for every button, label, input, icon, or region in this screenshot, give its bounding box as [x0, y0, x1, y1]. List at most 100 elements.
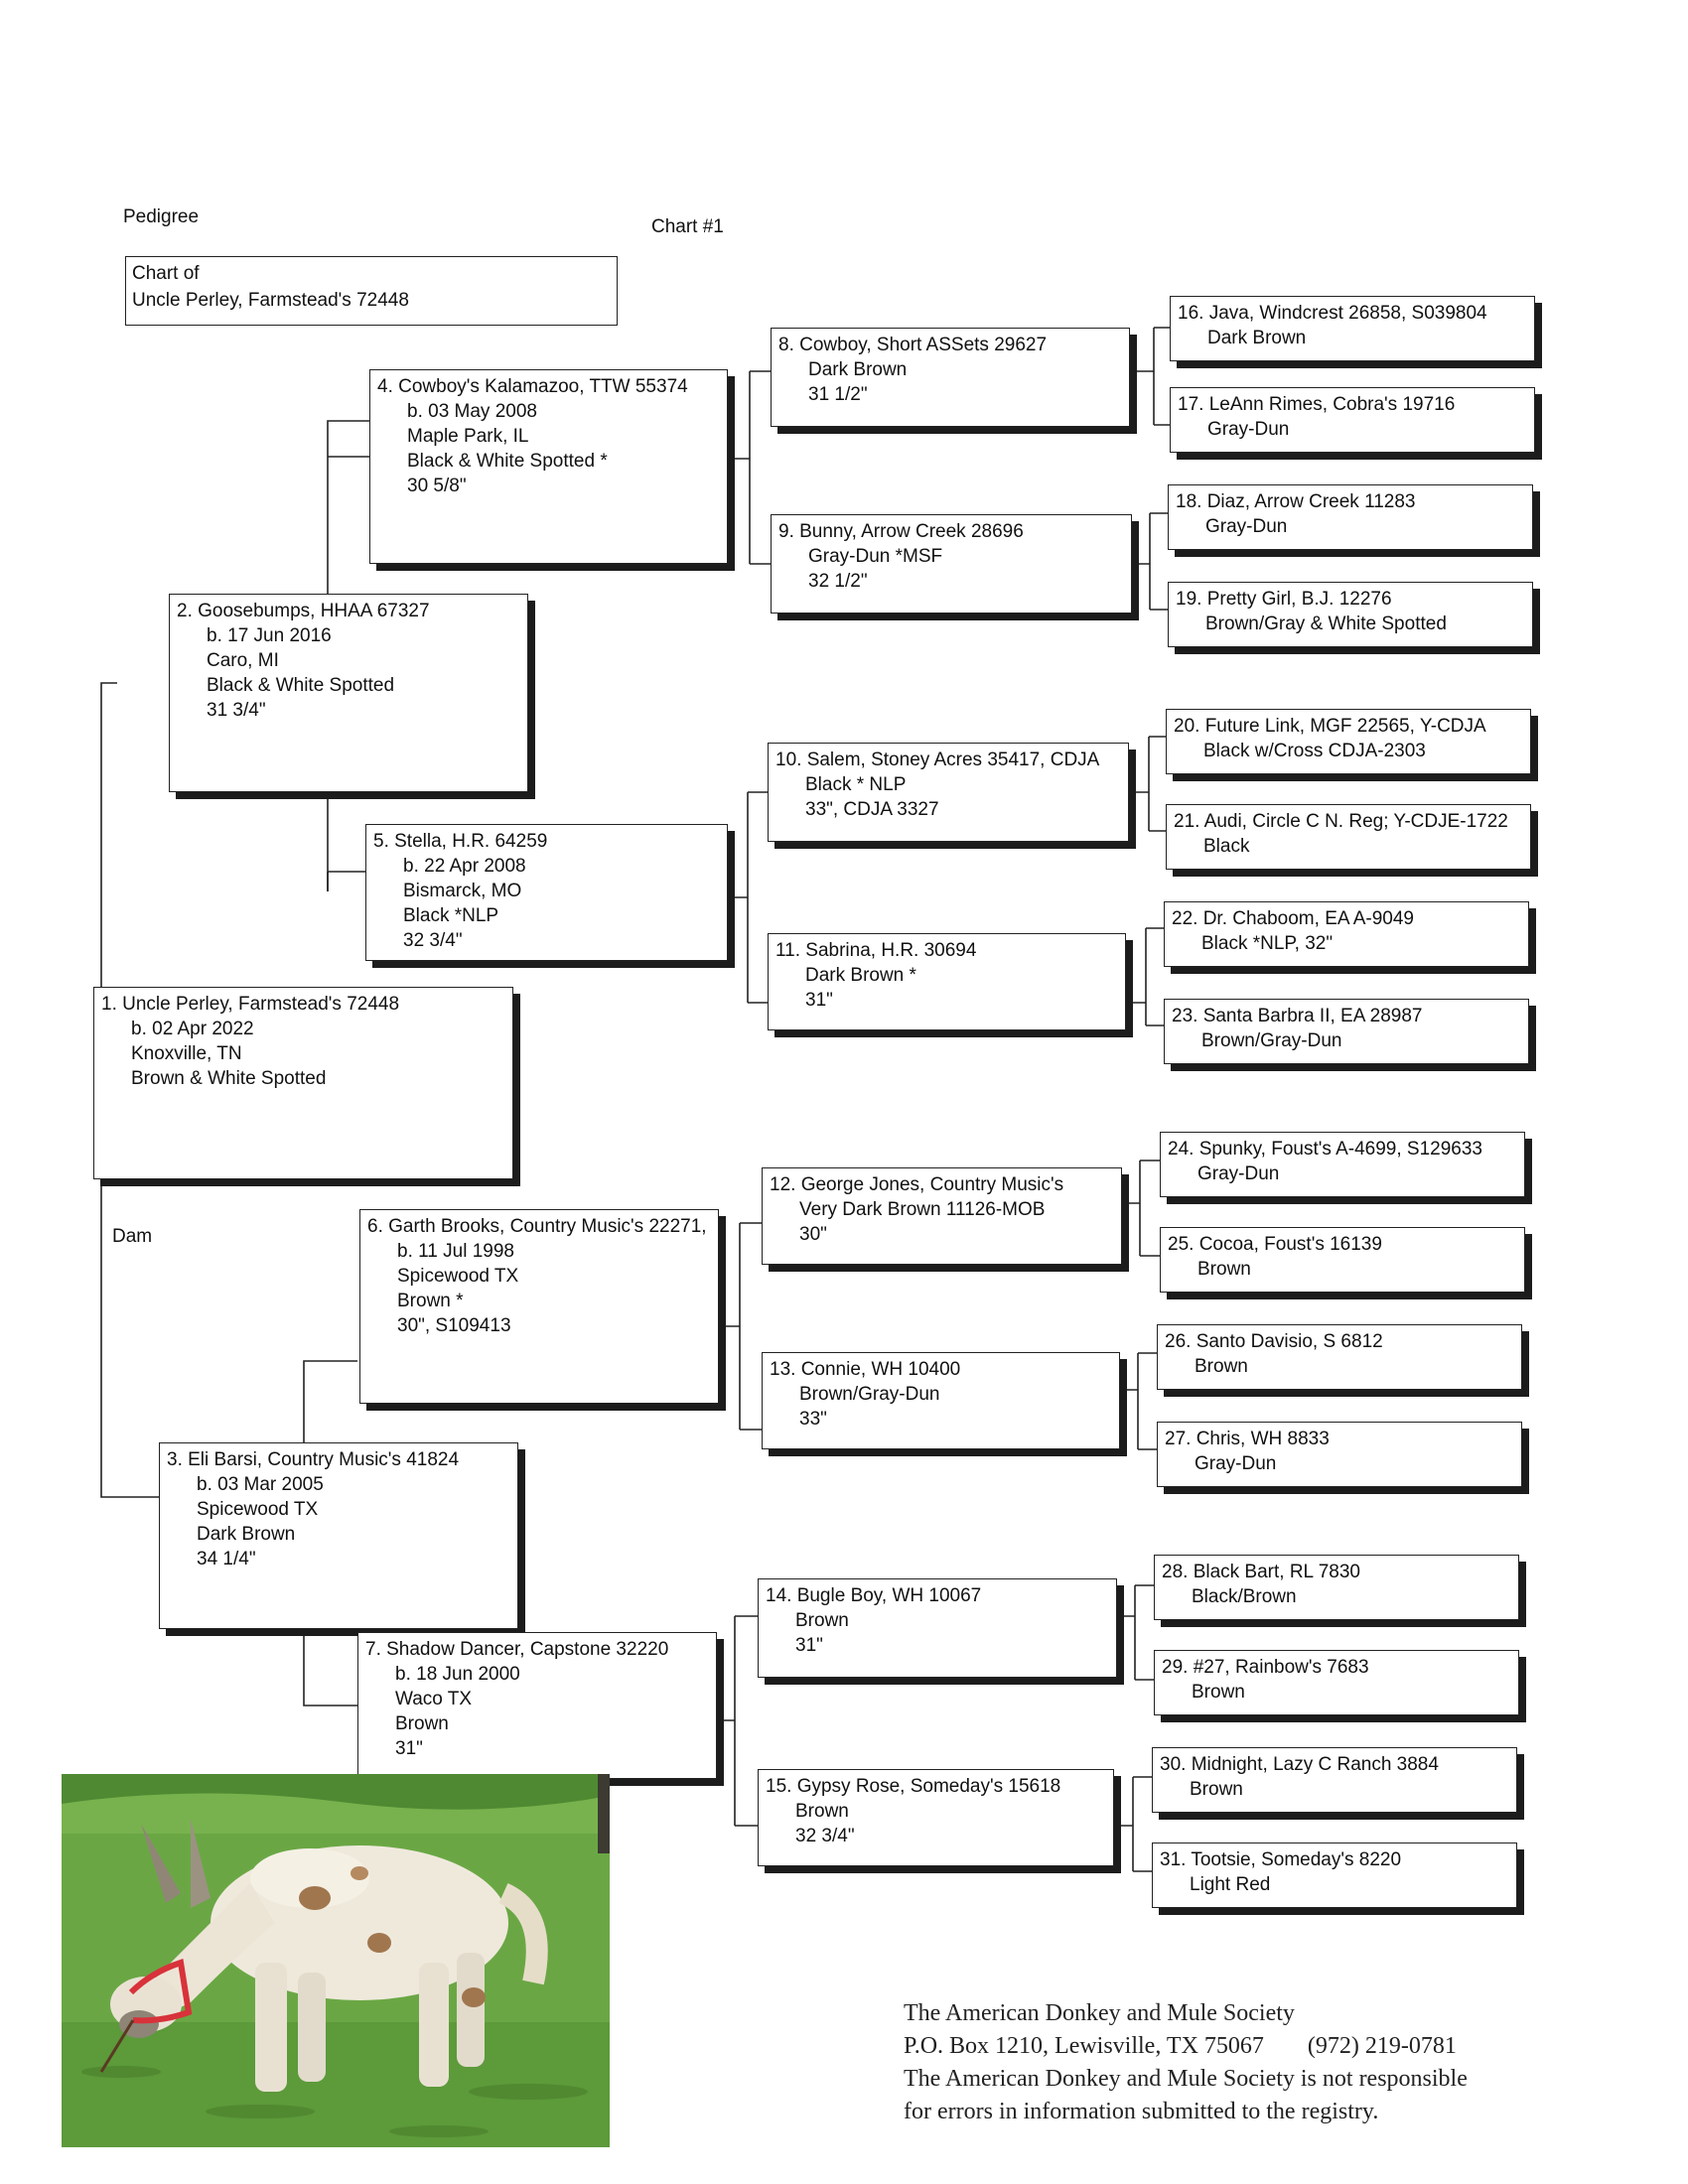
- animal-5-color: Black *NLP: [403, 905, 499, 926]
- animal-box-15: 15. Gypsy Rose, Someday's 15618 Brown 32…: [758, 1769, 1114, 1866]
- footer-address: P.O. Box 1210, Lewisville, TX 75067: [904, 2033, 1264, 2059]
- animal-5-birth: b. 22 Apr 2008: [403, 856, 526, 877]
- animal-box-29: 29. #27, Rainbow's 7683 Brown: [1154, 1650, 1519, 1715]
- animal-box-28: 28. Black Bart, RL 7830 Black/Brown: [1154, 1555, 1519, 1620]
- animal-box-27: 27. Chris, WH 8833 Gray-Dun: [1157, 1422, 1522, 1487]
- animal-box-3: 3. Eli Barsi, Country Music's 41824 b. 0…: [159, 1442, 518, 1629]
- animal-26-title: 26. Santo Davisio, S 6812: [1165, 1331, 1383, 1352]
- animal-6-location: Spicewood TX: [397, 1266, 519, 1287]
- animal-19-color: Brown/Gray & White Spotted: [1205, 614, 1447, 634]
- animal-2-location: Caro, MI: [207, 650, 279, 671]
- animal-16-title: 16. Java, Windcrest 26858, S039804: [1178, 303, 1487, 324]
- animal-28-color: Black/Brown: [1192, 1586, 1297, 1607]
- animal-25-color: Brown: [1197, 1259, 1251, 1280]
- animal-12-color: Very Dark Brown 11126-MOB: [799, 1199, 1046, 1220]
- animal-2-title: 2. Goosebumps, HHAA 67327: [177, 601, 430, 621]
- animal-box-4: 4. Cowboy's Kalamazoo, TTW 55374 b. 03 M…: [369, 369, 728, 564]
- animal-box-1: 1. Uncle Perley, Farmstead's 72448 b. 02…: [93, 987, 513, 1179]
- animal-box-13: 13. Connie, WH 10400 Brown/Gray-Dun 33": [762, 1352, 1120, 1449]
- animal-9-title: 9. Bunny, Arrow Creek 28696: [778, 521, 1024, 542]
- animal-20-title: 20. Future Link, MGF 22565, Y-CDJA: [1174, 716, 1486, 737]
- animal-14-title: 14. Bugle Boy, WH 10067: [766, 1585, 982, 1606]
- chart-number: Chart #1: [651, 216, 724, 237]
- animal-22-title: 22. Dr. Chaboom, EA A-9049: [1172, 908, 1414, 929]
- animal-box-20: 20. Future Link, MGF 22565, Y-CDJA Black…: [1166, 709, 1531, 774]
- animal-1-location: Knoxville, TN: [131, 1043, 242, 1064]
- animal-23-title: 23. Santa Barbra II, EA 28987: [1172, 1006, 1423, 1026]
- animal-25-title: 25. Cocoa, Foust's 16139: [1168, 1234, 1382, 1255]
- animal-box-24: 24. Spunky, Foust's A-4699, S129633 Gray…: [1160, 1132, 1525, 1197]
- dam-label: Dam: [112, 1226, 153, 1247]
- animal-4-birth: b. 03 May 2008: [407, 401, 537, 422]
- animal-6-title: 6. Garth Brooks, Country Music's 22271,: [367, 1216, 707, 1237]
- animal-10-title: 10. Salem, Stoney Acres 35417, CDJA: [775, 750, 1100, 770]
- animal-16-color: Dark Brown: [1207, 328, 1307, 348]
- animal-box-14: 14. Bugle Boy, WH 10067 Brown 31": [758, 1578, 1117, 1678]
- animal-11-color: Dark Brown *: [805, 965, 916, 986]
- animal-28-title: 28. Black Bart, RL 7830: [1162, 1562, 1360, 1582]
- animal-13-color: Brown/Gray-Dun: [799, 1384, 940, 1405]
- footer-phone: (972) 219-0781: [1307, 2033, 1457, 2059]
- animal-26-color: Brown: [1195, 1356, 1248, 1377]
- animal-18-color: Gray-Dun: [1205, 516, 1288, 537]
- animal-9-color: Gray-Dun *MSF: [808, 546, 943, 567]
- animal-3-birth: b. 03 Mar 2005: [197, 1474, 324, 1495]
- animal-box-19: 19. Pretty Girl, B.J. 12276 Brown/Gray &…: [1168, 582, 1533, 647]
- animal-13-title: 13. Connie, WH 10400: [770, 1359, 961, 1380]
- animal-10-height: 33", CDJA 3327: [805, 799, 939, 820]
- animal-2-color: Black & White Spotted: [207, 675, 395, 696]
- animal-box-18: 18. Diaz, Arrow Creek 11283 Gray-Dun: [1168, 484, 1533, 550]
- chart-of-label: Chart of: [132, 263, 200, 284]
- animal-box-30: 30. Midnight, Lazy C Ranch 3884 Brown: [1152, 1747, 1517, 1813]
- footer-disclaimer-2: for errors in information submitted to t…: [904, 2099, 1379, 2124]
- animal-27-color: Gray-Dun: [1195, 1453, 1277, 1474]
- animal-3-title: 3. Eli Barsi, Country Music's 41824: [167, 1449, 460, 1470]
- animal-10-color: Black * NLP: [805, 774, 907, 795]
- animal-15-title: 15. Gypsy Rose, Someday's 15618: [766, 1776, 1061, 1797]
- animal-12-title: 12. George Jones, Country Music's: [770, 1174, 1064, 1195]
- animal-box-8: 8. Cowboy, Short ASSets 29627 Dark Brown…: [771, 328, 1130, 427]
- animal-6-birth: b. 11 Jul 1998: [397, 1241, 514, 1262]
- animal-23-color: Brown/Gray-Dun: [1201, 1030, 1342, 1051]
- animal-4-location: Maple Park, IL: [407, 426, 529, 447]
- animal-27-title: 27. Chris, WH 8833: [1165, 1429, 1330, 1449]
- animal-31-color: Light Red: [1190, 1874, 1271, 1895]
- animal-6-height: 30", S109413: [397, 1315, 511, 1336]
- footer-contact: P.O. Box 1210, Lewisville, TX 75067 (972)…: [904, 2030, 1468, 2063]
- animal-24-color: Gray-Dun: [1197, 1163, 1280, 1184]
- animal-14-color: Brown: [795, 1610, 849, 1631]
- animal-17-color: Gray-Dun: [1207, 419, 1290, 440]
- footer-disclaimer-1: The American Donkey and Mule Society is …: [904, 2066, 1468, 2092]
- animal-9-height: 32 1/2": [808, 571, 868, 592]
- animal-1-title: 1. Uncle Perley, Farmstead's 72448: [101, 994, 400, 1015]
- animal-29-title: 29. #27, Rainbow's 7683: [1162, 1657, 1369, 1678]
- animal-5-height: 32 3/4": [403, 930, 463, 951]
- animal-22-color: Black *NLP, 32": [1201, 933, 1334, 954]
- animal-7-birth: b. 18 Jun 2000: [395, 1664, 520, 1685]
- animal-box-25: 25. Cocoa, Foust's 16139 Brown: [1160, 1227, 1525, 1293]
- animal-box-21: 21. Audi, Circle C N. Reg; Y-CDJE-1722 B…: [1166, 804, 1531, 870]
- animal-1-birth: b. 02 Apr 2022: [131, 1019, 254, 1039]
- animal-12-height: 30": [799, 1224, 827, 1245]
- animal-19-title: 19. Pretty Girl, B.J. 12276: [1176, 589, 1392, 610]
- footer-society-name: The American Donkey and Mule Society: [904, 2000, 1295, 2026]
- animal-2-birth: b. 17 Jun 2016: [207, 625, 332, 646]
- animal-4-height: 30 5/8": [407, 476, 467, 496]
- animal-20-color: Black w/Cross CDJA-2303: [1203, 741, 1426, 761]
- animal-box-22: 22. Dr. Chaboom, EA A-9049 Black *NLP, 3…: [1164, 901, 1529, 967]
- animal-2-height: 31 3/4": [207, 700, 266, 721]
- animal-1-color: Brown & White Spotted: [131, 1068, 327, 1089]
- animal-3-height: 34 1/4": [197, 1549, 256, 1570]
- animal-3-location: Spicewood TX: [197, 1499, 319, 1520]
- animal-box-12: 12. George Jones, Country Music's Very D…: [762, 1167, 1122, 1265]
- animal-15-height: 32 3/4": [795, 1826, 855, 1846]
- animal-box-26: 26. Santo Davisio, S 6812 Brown: [1157, 1324, 1522, 1390]
- animal-18-title: 18. Diaz, Arrow Creek 11283: [1176, 491, 1416, 512]
- animal-8-title: 8. Cowboy, Short ASSets 29627: [778, 335, 1048, 355]
- animal-30-color: Brown: [1190, 1779, 1243, 1800]
- animal-5-title: 5. Stella, H.R. 64259: [373, 831, 548, 852]
- animal-7-color: Brown: [395, 1713, 449, 1734]
- animal-box-17: 17. LeAnn Rimes, Cobra's 19716 Gray-Dun: [1170, 387, 1535, 453]
- animal-21-color: Black: [1203, 836, 1250, 857]
